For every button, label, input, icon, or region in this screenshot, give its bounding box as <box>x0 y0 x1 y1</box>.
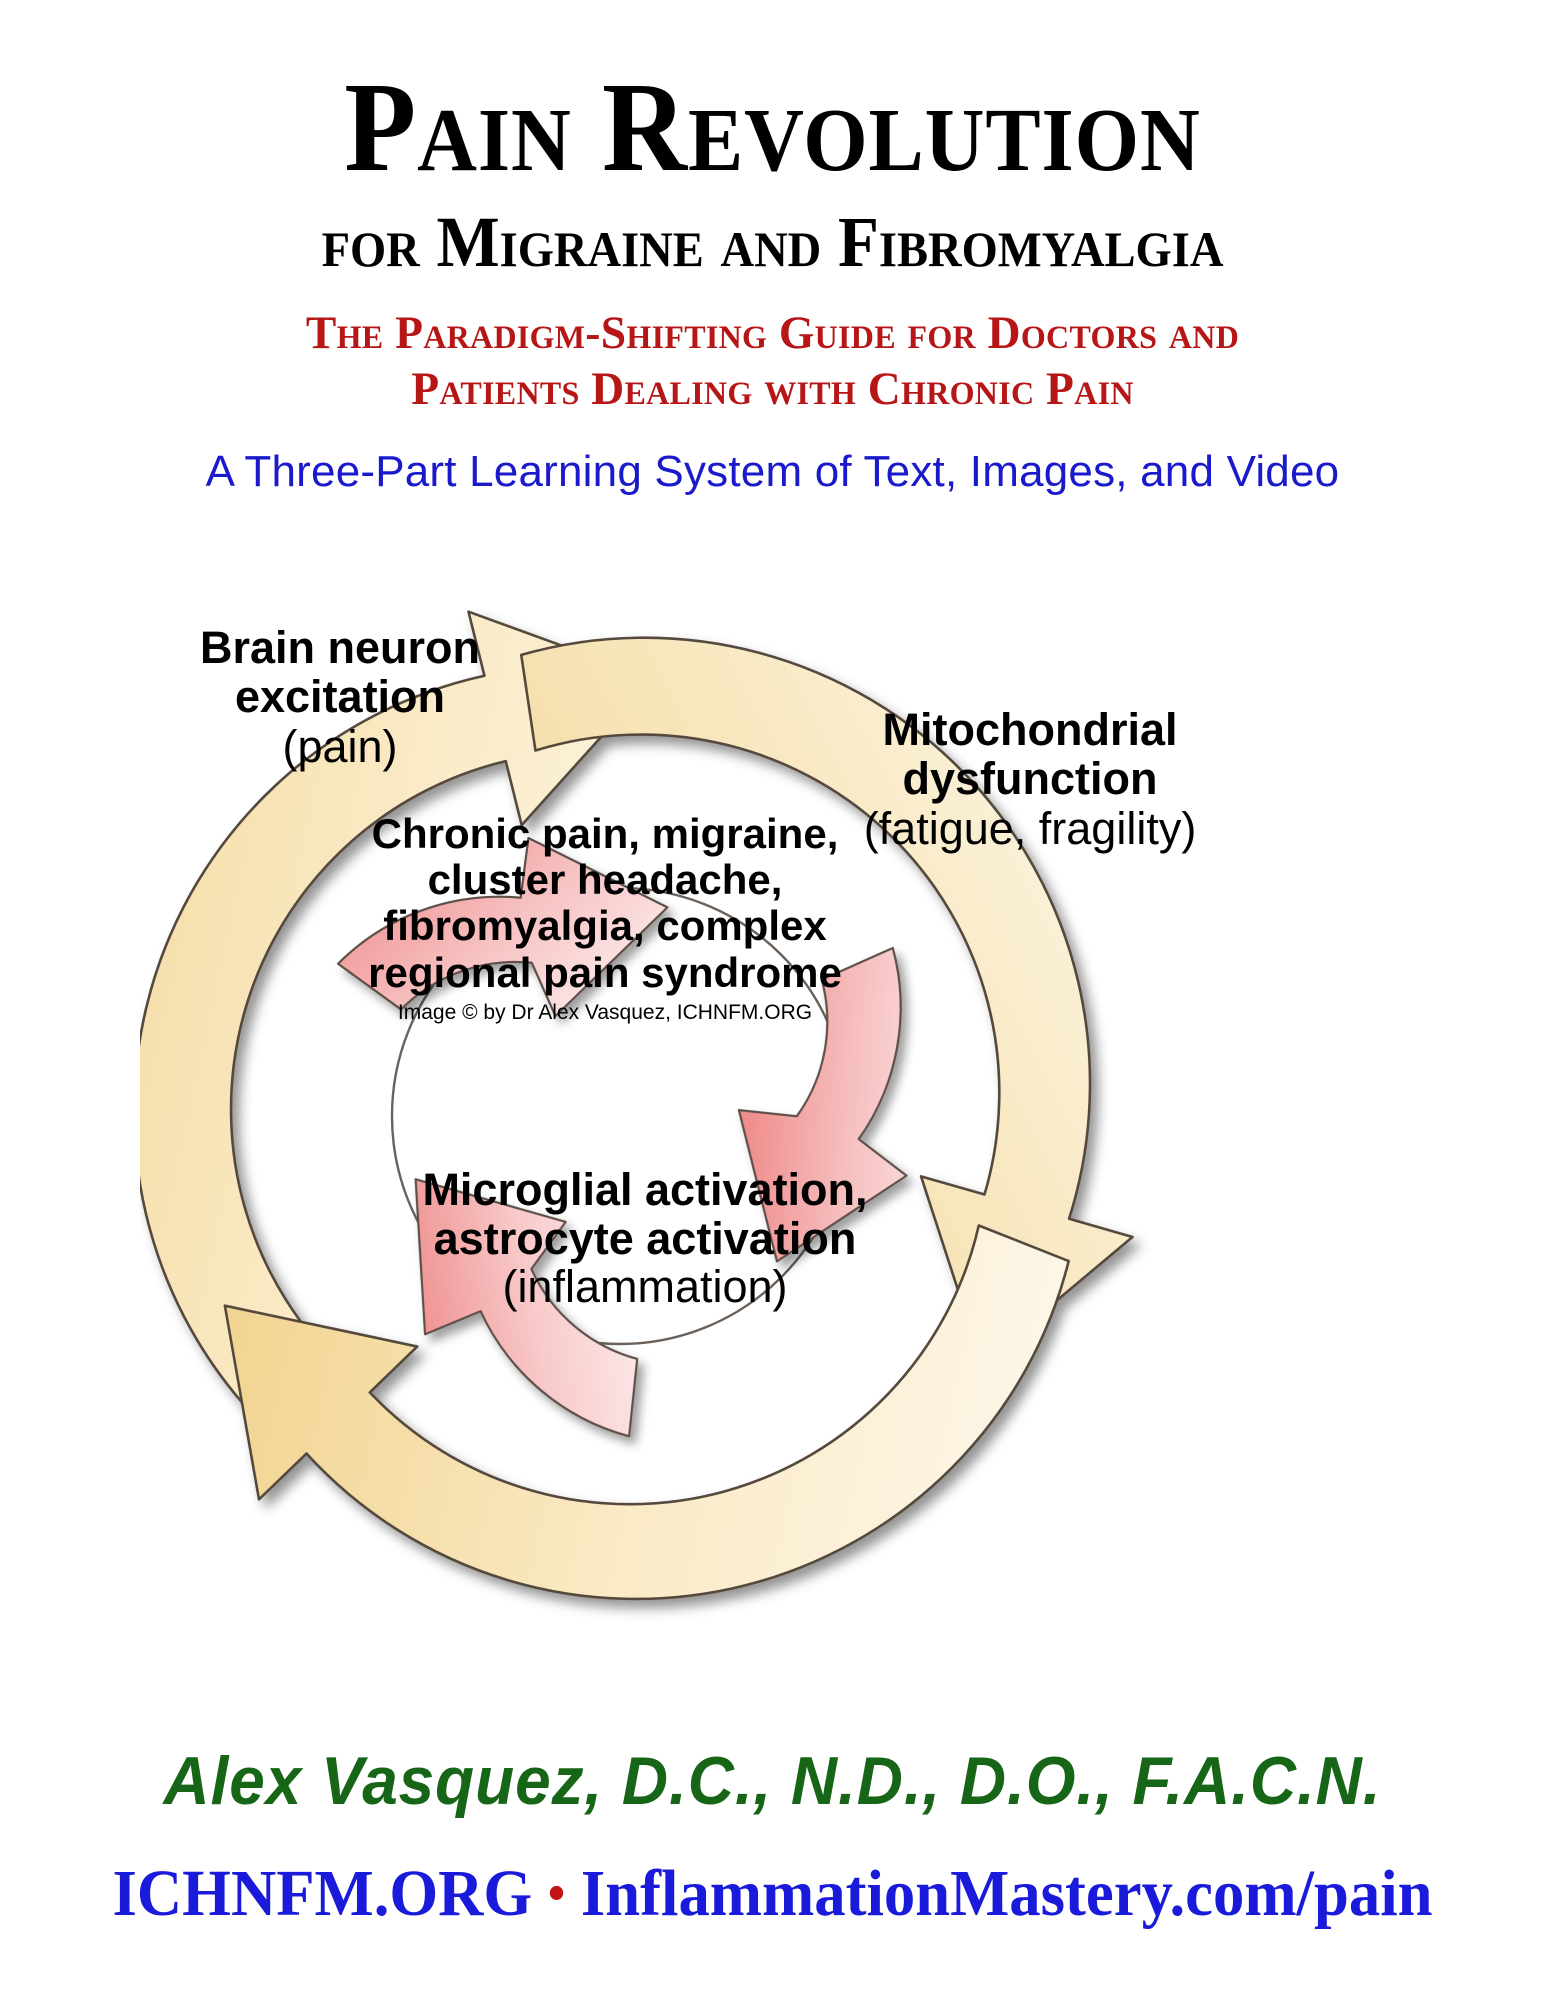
diagram-label-microglial-activation: Microglial activation, astrocyte activat… <box>325 1164 965 1313</box>
inner-arrow-3 <box>414 1178 639 1438</box>
diagram-label-brain-light: (pain) <box>282 721 398 773</box>
diagram-image-credit: Image © by Dr Alex Vasquez, ICHNFM.ORG <box>397 1000 813 1024</box>
cover-title-block: Pain Revolution for Migraine and Fibromy… <box>0 0 1545 497</box>
diagram-center-text-block: Chronic pain, migraine, cluster headache… <box>345 810 865 1025</box>
tagline: A Three-Part Learning System of Text, Im… <box>205 447 1340 497</box>
website-line: ICHNFM.ORG • InflammationMastery.com/pai… <box>39 1856 1507 1932</box>
diagram-label-mito-bold: Mitochondrial dysfunction <box>882 704 1178 804</box>
diagram-label-microglia-bold: Microglial activation, astrocyte activat… <box>422 1164 868 1264</box>
outer-ring-arrows <box>140 610 1134 1601</box>
red-subtitle-line-1: The Paradigm-Shifting Guide for Doctors … <box>305 307 1240 360</box>
red-subtitle-line-2: Patients Dealing with Chronic Pain <box>411 362 1134 415</box>
cycle-arrows-svg <box>140 610 1134 1601</box>
inner-ring-arrows <box>336 836 908 1438</box>
page-title: Pain Revolution <box>344 56 1201 198</box>
inner-arrow-2 <box>737 946 908 1263</box>
red-subtitle-block: The Paradigm-Shifting Guide for Doctors … <box>23 306 1522 417</box>
vicious-cycle-diagram: Brain neuron excitation (pain) Mitochond… <box>140 596 1196 1686</box>
diagram-label-brain-neuron-excitation: Brain neuron excitation (pain) <box>170 622 510 773</box>
diagram-label-mitochondrial-dysfunction: Mitochondrial dysfunction (fatigue, frag… <box>800 704 1260 855</box>
diagram-label-microglia-light: (inflammation) <box>502 1261 788 1313</box>
page-subtitle: for Migraine and Fibromyalgia <box>321 201 1224 282</box>
website-primary[interactable]: ICHNFM.ORG <box>112 1857 533 1930</box>
bullet-separator-icon: • <box>547 1865 566 1922</box>
outer-arrow-microglia-to-brain <box>223 1224 1070 1601</box>
outer-arrow-brain-to-mitochondria <box>140 610 655 1434</box>
author-name: Alex Vasquez, D.C., N.D., D.O., F.A.C.N. <box>163 1743 1382 1819</box>
diagram-label-brain-bold: Brain neuron excitation <box>199 622 481 722</box>
inner-arrow-1 <box>336 836 669 1018</box>
website-secondary[interactable]: InflammationMastery.com/pain <box>580 1857 1433 1930</box>
outer-arrow-mitochondria-to-microglia <box>519 636 1134 1365</box>
diagram-label-mito-light: (fatigue, fragility) <box>863 803 1197 855</box>
diagram-center-text: Chronic pain, migraine, cluster headache… <box>368 810 842 996</box>
